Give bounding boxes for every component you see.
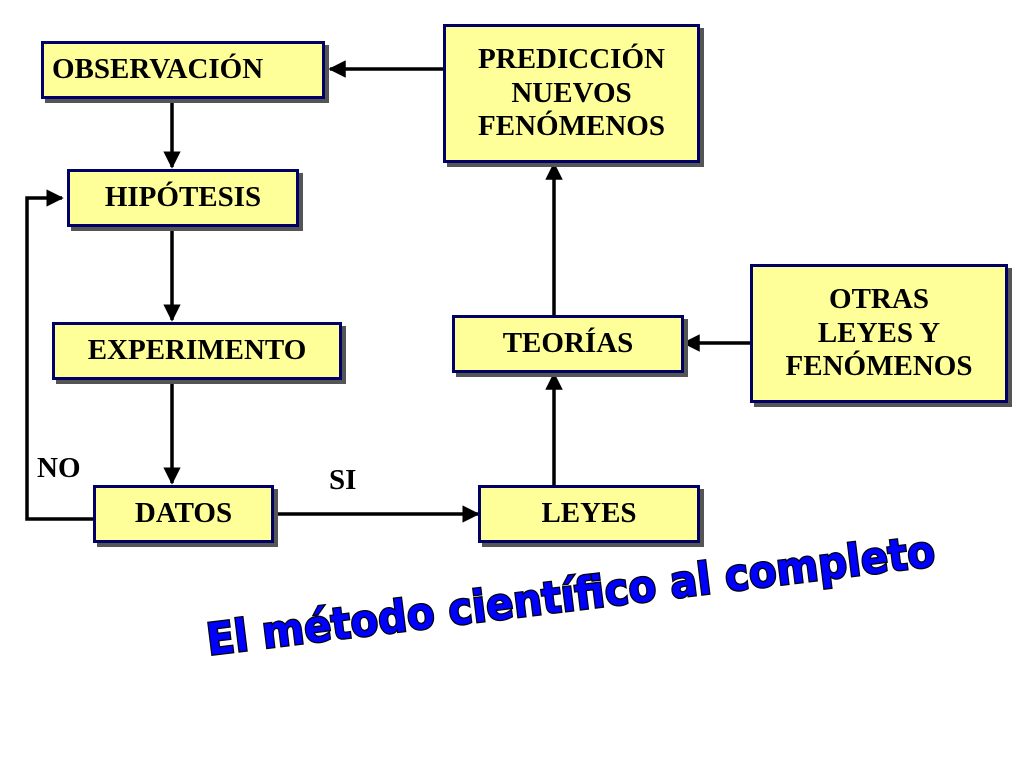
label-no: NO: [37, 452, 81, 484]
label-si: SI: [329, 464, 357, 496]
box-experimento: EXPERIMENTO: [52, 322, 342, 380]
box-prediccion-nuevos-fenomenos: PREDICCIÓN NUEVOS FENÓMENOS: [443, 24, 700, 163]
box-leyes: LEYES: [478, 485, 700, 543]
box-hipotesis: HIPÓTESIS: [67, 169, 299, 227]
box-otras-leyes-fenomenos: OTRAS LEYES Y FENÓMENOS: [750, 264, 1008, 403]
arrow-datos-to-hipotesis-feedback: [25, 189, 93, 521]
box-datos: DATOS: [93, 485, 274, 543]
box-teorias: TEORÍAS: [452, 315, 684, 373]
box-observacion: OBSERVACIÓN: [41, 41, 325, 99]
